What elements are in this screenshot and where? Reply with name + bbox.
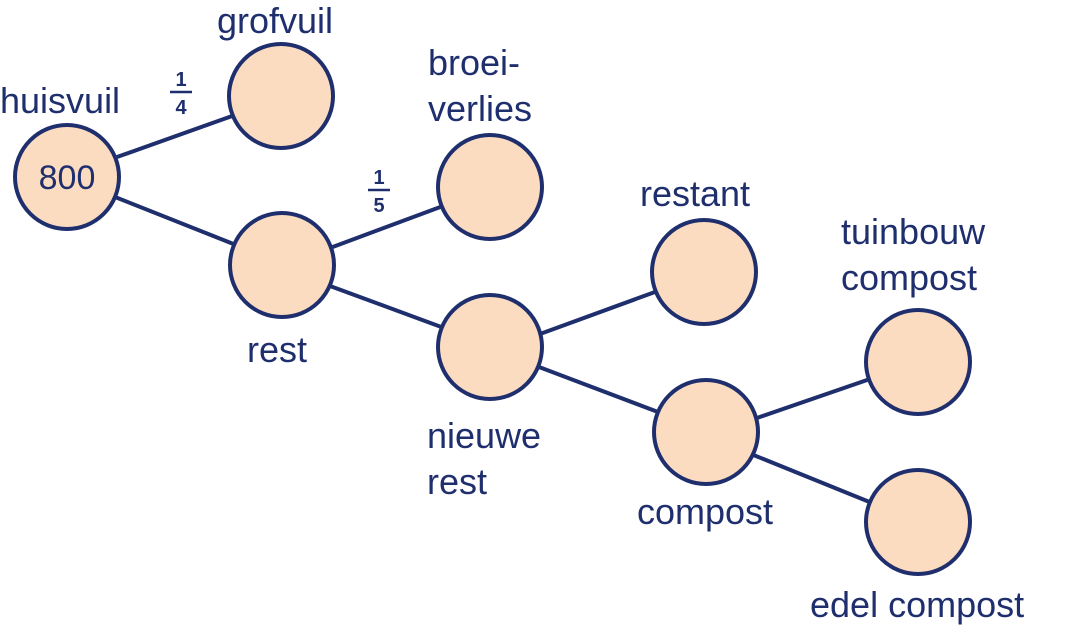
node-compost	[652, 378, 760, 486]
edge-nieuwe-rest-compost	[538, 365, 659, 414]
label-rest: rest	[247, 329, 307, 370]
label-edel-compost: edel compost	[810, 584, 1024, 625]
node-tuinbouw-compost	[864, 308, 972, 416]
edges	[114, 113, 873, 505]
label-nieuwe-rest-line2: rest	[427, 461, 487, 502]
node-rest	[228, 211, 336, 319]
node-nieuwe-rest	[436, 293, 544, 401]
fraction-broeiverlies-numerator: 1	[373, 167, 384, 189]
label-tuinbouw-compost-line1: tuinbouw	[841, 211, 986, 252]
label-broeiverlies-line2: verlies	[428, 88, 532, 129]
node-restant	[650, 218, 758, 326]
fraction-grofvuil-numerator: 1	[175, 69, 186, 91]
root-value: 800	[39, 159, 96, 197]
fraction-grofvuil-denominator: 4	[175, 97, 187, 119]
node-broeiverlies	[436, 133, 544, 241]
edge-rest-nieuwe-rest	[329, 284, 445, 330]
edge-huisvuil-rest	[114, 195, 237, 247]
labels: 800 huisvuil grofvuil 1 4 broei- verlies…	[0, 0, 1024, 625]
label-nieuwe-rest-line1: nieuwe	[427, 415, 541, 456]
edge-rest-broeiverlies	[329, 204, 444, 250]
fraction-broeiverlies-denominator: 5	[373, 195, 384, 217]
label-compost: compost	[637, 491, 773, 532]
edge-nieuwe-rest-restant	[539, 290, 656, 336]
label-broeiverlies-line1: broei-	[428, 42, 520, 83]
label-huisvuil: huisvuil	[0, 80, 120, 121]
label-grofvuil: grofvuil	[217, 0, 333, 41]
node-edel-compost	[864, 468, 972, 576]
node-huisvuil	[13, 123, 121, 231]
label-restant: restant	[640, 173, 750, 214]
nodes	[13, 42, 972, 576]
label-tuinbouw-compost-line2: compost	[841, 257, 977, 298]
edge-huisvuil-grofvuil	[116, 113, 236, 159]
edge-compost-tuinbouw	[753, 377, 871, 421]
edge-compost-edel	[750, 452, 873, 505]
node-grofvuil	[227, 42, 335, 150]
